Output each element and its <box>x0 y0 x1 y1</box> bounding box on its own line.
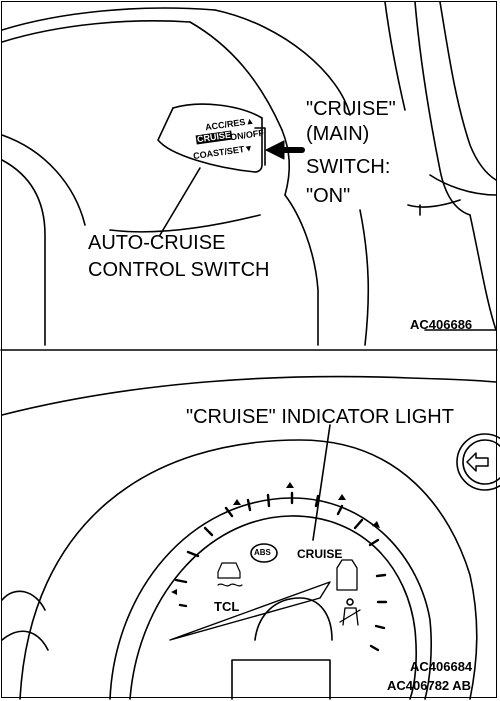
cluster-label-abs: ABS <box>254 548 271 557</box>
main-switch-callout-line-2: (MAIN) <box>306 123 370 145</box>
dial-tick-marks <box>174 491 388 652</box>
cruise-indicator-callout: "CRUISE" INDICATOR LIGHT <box>186 406 454 428</box>
figure-code-bottom: AC406684 <box>410 659 473 674</box>
cluster-label-tcl: TCL <box>214 599 240 614</box>
main-switch-callout-line-3: SWITCH: <box>306 156 391 178</box>
instrument-cluster-drawing <box>1 375 500 700</box>
control-switch-callout-line-1: AUTO-CRUISE <box>88 232 226 254</box>
dial-triangle-marks <box>171 482 380 595</box>
figure-code-top: AC406686 <box>410 317 473 332</box>
figure-code-bottom-2: AC406782 AB <box>387 678 472 693</box>
cluster-label-cruise: CRUISE <box>297 547 343 561</box>
control-switch-callout-line-2: CONTROL SWITCH <box>88 259 270 281</box>
main-switch-arrow <box>265 140 305 160</box>
main-switch-callout-line-1: "CRUISE" <box>306 98 396 120</box>
auto-cruise-control-switch-lever <box>157 103 266 236</box>
steering-column-drawing <box>1 1 497 346</box>
main-switch-callout-line-4: "ON" <box>306 185 351 207</box>
